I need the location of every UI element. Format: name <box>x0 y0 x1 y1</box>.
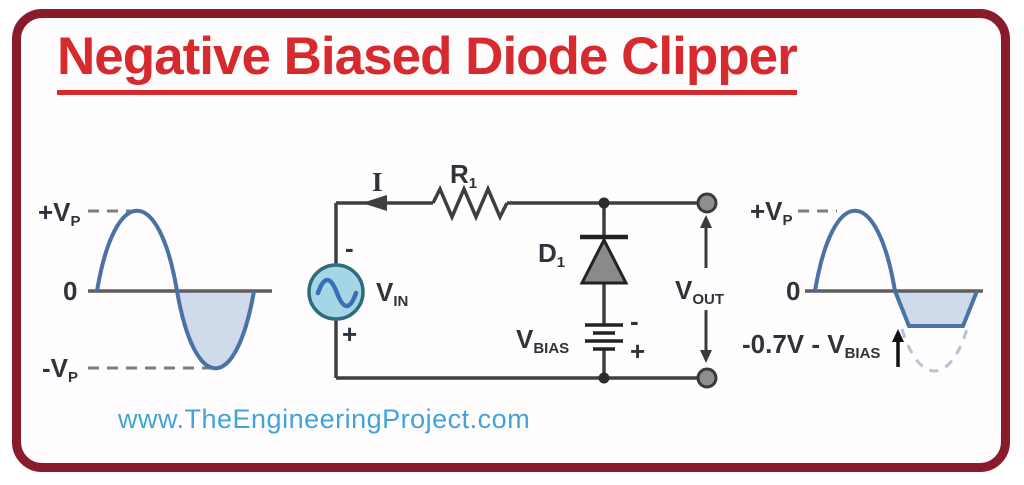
current-arrow <box>362 195 387 211</box>
input-neg-peak-label: -VP <box>42 353 78 386</box>
ac-source-sine-icon <box>315 277 359 309</box>
output-pos-peak-label: +VP <box>750 196 793 229</box>
source-plus-sign: + <box>342 319 357 349</box>
output-terminal-top <box>696 192 718 214</box>
website-watermark: www.TheEngineeringProject.com <box>118 404 531 434</box>
resistor-zigzag <box>431 184 509 222</box>
output-zero-label: 0 <box>786 276 800 306</box>
input-negative-fill <box>177 291 254 369</box>
clip-level-label: -0.7V - VBIAS <box>742 329 880 362</box>
diagram-border-frame <box>12 9 1010 472</box>
battery-minus-sign: - <box>630 306 639 336</box>
diode-label: D1 <box>538 238 565 271</box>
top-junction-dot <box>598 197 610 209</box>
output-clipped-fill <box>895 291 977 326</box>
source-minus-sign: - <box>345 233 354 263</box>
output-ghost-curve <box>900 328 969 373</box>
bias-label: VBIAS <box>516 324 569 357</box>
input-sine-curve <box>95 209 256 371</box>
clipper-circuit: R1 I - + VIN D1 - + VBIAS <box>307 159 724 389</box>
vout-arrow-down-head <box>700 350 712 363</box>
input-zero-label: 0 <box>63 276 77 306</box>
output-terminal-bottom <box>696 367 718 389</box>
bias-battery <box>585 323 623 351</box>
source-label: VIN <box>376 277 408 310</box>
vout-arrow-up-head <box>700 215 712 228</box>
battery-plus-sign: + <box>630 336 645 366</box>
output-waveform: +VP 0 -0.7V - VBIAS <box>742 196 983 373</box>
bottom-junction-dot <box>598 372 610 384</box>
output-positive-lobe <box>813 209 897 292</box>
resistor-label: R1 <box>450 159 477 192</box>
output-label: VOUT <box>675 275 724 308</box>
diode-triangle <box>579 236 629 285</box>
input-waveform: +VP 0 -VP <box>38 197 272 386</box>
page-title: Negative Biased Diode Clipper <box>57 26 798 95</box>
current-label: I <box>372 167 383 197</box>
output-clipped-stroke <box>893 290 979 328</box>
clip-level-arrow-head <box>892 329 904 342</box>
input-pos-peak-label: +VP <box>38 197 81 230</box>
